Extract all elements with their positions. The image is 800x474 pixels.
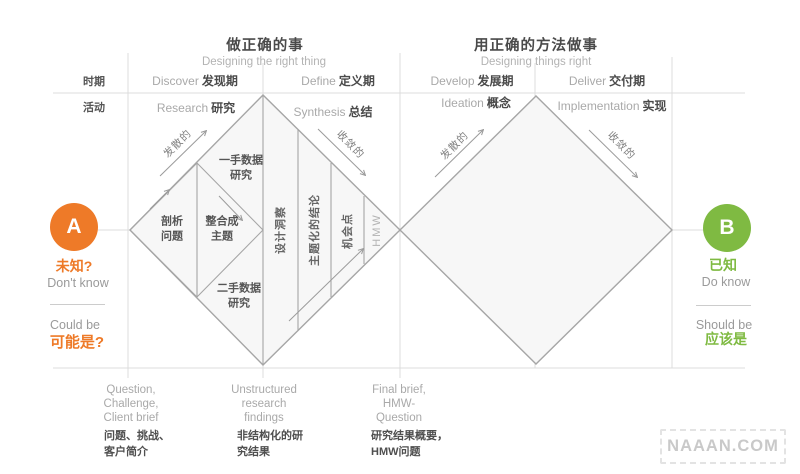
- endpoint-a-unknown-label: 未知?: [55, 257, 93, 274]
- endpoint-b-circle: B: [703, 204, 751, 252]
- milestone-2-en: Unstructured research findings: [231, 384, 297, 424]
- endpoint-a-circle: A: [50, 203, 98, 251]
- phase-zh: 定义期: [338, 73, 375, 88]
- integrate-arrow-icon: [218, 195, 242, 220]
- watermark-badge: NAAAN.COM: [660, 429, 786, 464]
- label-design-insight: 设计洞察: [274, 206, 287, 254]
- activity-en: Research: [156, 100, 209, 115]
- endpoint-a-maybe-label: 可能是?: [49, 333, 105, 351]
- section-subtitle-left: Designing the right thing: [201, 55, 327, 68]
- activity-zh: 研究: [211, 100, 236, 115]
- row-label-period: 时期: [83, 75, 105, 88]
- milestone-1-zh: 问题、挑战、 客户简介: [104, 430, 170, 458]
- divergent-arrow-icon: [434, 130, 483, 178]
- divergent-arrow-icon: [159, 131, 206, 177]
- phase-zh: 发现期: [201, 73, 238, 88]
- label-hmw: HMW: [370, 213, 383, 247]
- endpoint-a-divider: [50, 304, 105, 305]
- endpoint-a-dont-know-label: Don't know: [47, 275, 109, 290]
- activity-en: Synthesis: [293, 104, 346, 119]
- watermark-text: NAAAN.COM: [667, 437, 779, 455]
- phase-en: Develop: [430, 73, 475, 88]
- label-themed-conclusion: 主题化的结论: [308, 194, 321, 266]
- label-primary-research: 一手数据 研究: [219, 154, 263, 182]
- milestone-3-zh: 研究结果概要， HMW问题: [371, 430, 448, 458]
- endpoint-b-known-label: 已知: [709, 256, 737, 273]
- flow-arrows: [149, 128, 637, 322]
- synthesis-arrow-icon: [288, 249, 363, 322]
- activity-zh: 总结: [348, 104, 373, 119]
- diamond-2-shape: [399, 95, 673, 365]
- label-integrate-themes: 整合成 主题: [205, 215, 239, 243]
- convergent-arrow-icon: [317, 128, 365, 175]
- phase-en: Define: [301, 73, 336, 88]
- activity-zh: 概念: [486, 95, 511, 110]
- endpoint-b-should-label: 应该是: [705, 330, 747, 347]
- section-title-left: 做正确的事: [226, 37, 304, 54]
- phase-zh: 交付期: [609, 73, 646, 88]
- endpoint-b-letter: B: [719, 216, 735, 239]
- endpoint-b-divider: [696, 305, 751, 306]
- endpoint-b-do-know-label: Do know: [701, 274, 751, 289]
- activity-zh: 实现: [642, 98, 667, 113]
- milestone-1-en: Question, Challenge, Client brief: [103, 384, 159, 424]
- activity-en: Implementation: [557, 98, 640, 113]
- phase-en: Deliver: [568, 73, 607, 88]
- section-title-right: 用正确的方法做事: [474, 37, 598, 54]
- endpoint-a-could-be-label: Could be: [49, 317, 101, 332]
- phase-zh: 发展期: [477, 73, 514, 88]
- label-secondary-research: 二手数据 研究: [217, 282, 261, 310]
- diamond-1-inner-lines: [129, 95, 365, 365]
- endpoint-b-should-be-label: Should be: [695, 317, 753, 332]
- analyze-arrow-icon: [149, 190, 169, 210]
- milestone-2-zh: 非结构化的研 究结果: [237, 430, 303, 458]
- label-opportunity: 机会点: [341, 213, 354, 249]
- endpoint-a-letter: A: [66, 215, 82, 238]
- label-analyze-problem: 剖析 问题: [161, 215, 183, 243]
- section-subtitle-right: Designing things right: [480, 55, 592, 68]
- row-label-activity: 活动: [83, 101, 105, 114]
- activity-en: Ideation: [441, 95, 484, 110]
- phase-en: Discover: [152, 73, 199, 88]
- convergent-arrow-icon: [588, 129, 637, 177]
- milestone-3-en: Final brief, HMW- Question: [372, 384, 426, 424]
